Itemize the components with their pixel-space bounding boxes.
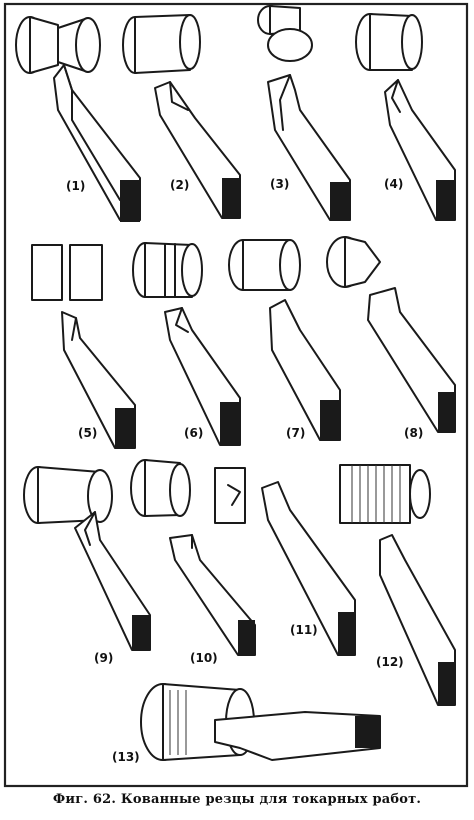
tool-8-drawing <box>326 236 456 433</box>
figure-frame <box>3 2 469 788</box>
figure-caption: Фиг. 62. Кованные резцы для токарных раб… <box>52 792 422 807</box>
tool-11-drawing <box>214 467 356 656</box>
tool-label-9: (9) <box>94 651 113 665</box>
tool-12-drawing <box>339 464 456 706</box>
tool-label-4: (4) <box>384 177 403 191</box>
tool-4-drawing <box>355 13 456 221</box>
tool-label-13: (13) <box>112 750 140 764</box>
tool-label-8: (8) <box>404 426 423 440</box>
tool-10-drawing <box>130 459 256 656</box>
tool-9-drawing <box>23 466 151 651</box>
tool-label-10: (10) <box>190 651 218 665</box>
tool-13-drawing <box>140 683 381 761</box>
tool-label-1: (1) <box>66 179 85 193</box>
tool-2-drawing <box>122 14 241 219</box>
tool-label-7: (7) <box>286 426 305 440</box>
tool-label-5: (5) <box>78 426 97 440</box>
tool-6-drawing <box>132 242 241 446</box>
tool-label-11: (11) <box>290 623 318 637</box>
tool-label-2: (2) <box>170 178 189 192</box>
tool-label-6: (6) <box>184 426 203 440</box>
tool-5-drawing <box>31 244 136 449</box>
tool-7-drawing <box>228 239 341 441</box>
tool-label-12: (12) <box>376 655 404 669</box>
tool-3-drawing <box>257 5 351 221</box>
tool-label-3: (3) <box>270 177 289 191</box>
tool-1-drawing <box>15 16 141 222</box>
